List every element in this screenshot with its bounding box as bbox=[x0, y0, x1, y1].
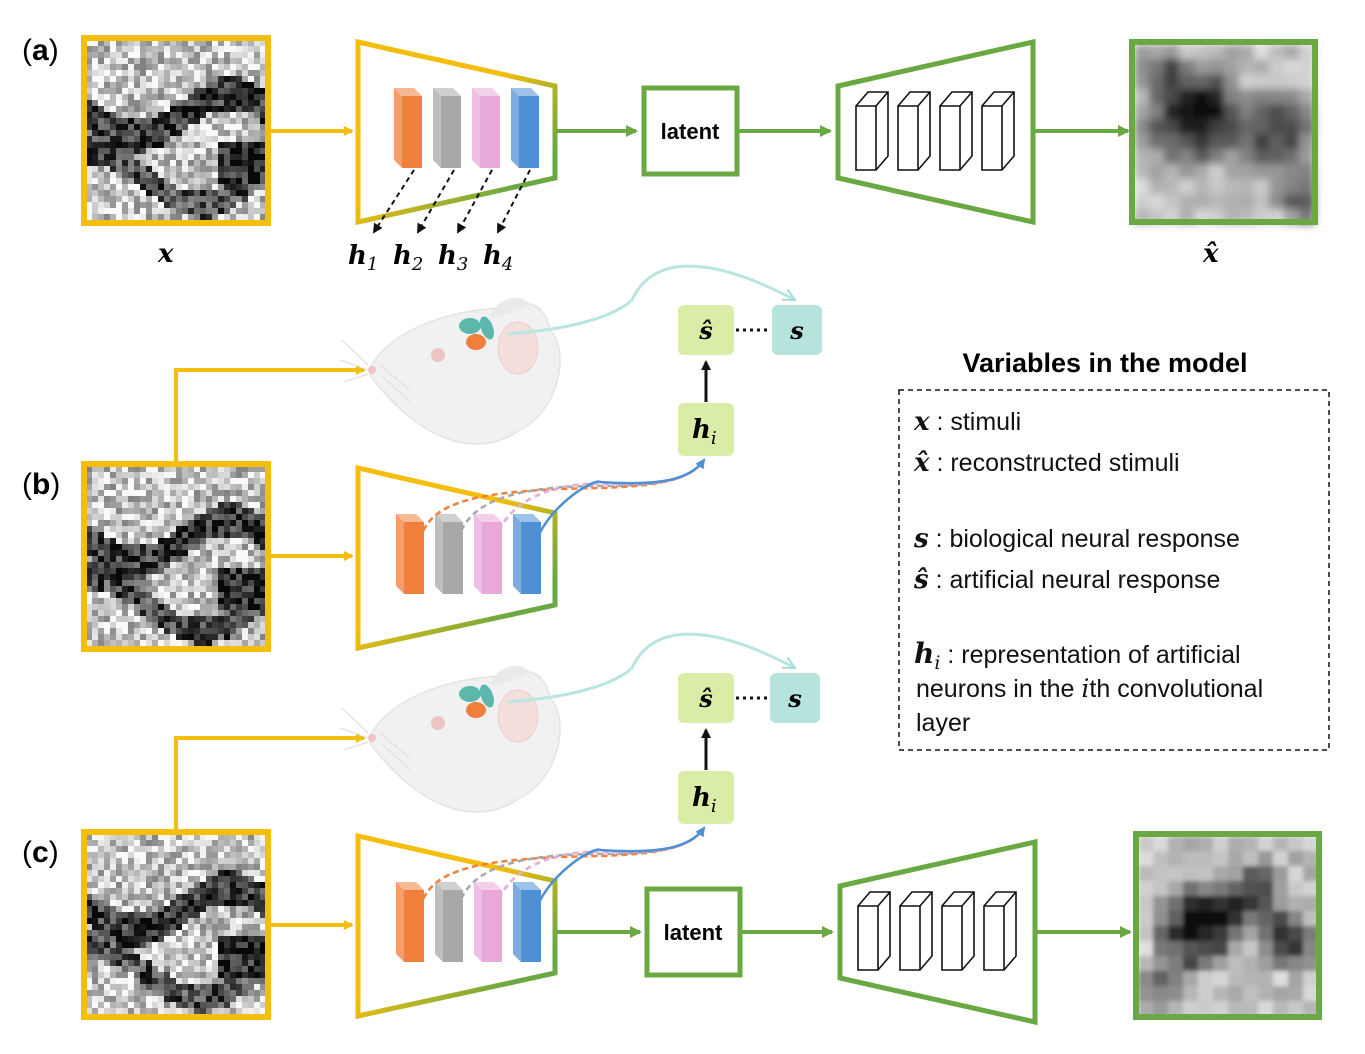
s-box-c: s bbox=[770, 673, 820, 723]
deconv-layer-1 bbox=[857, 891, 891, 971]
conv-layer-4 bbox=[513, 514, 541, 594]
panel-label-b: (b) bbox=[22, 468, 60, 501]
svg-text:ŝ: ŝ bbox=[698, 684, 713, 713]
deconv-layer-4 bbox=[981, 91, 1015, 171]
mouse-b bbox=[339, 297, 561, 445]
h2-label: h2 bbox=[393, 241, 423, 275]
deconv-layer-2 bbox=[897, 91, 931, 171]
x-hat-label: x̂ bbox=[1202, 239, 1219, 269]
conv-layer-1 bbox=[394, 88, 422, 168]
reconstructed-image-c bbox=[1133, 831, 1322, 1020]
legend: Variables in the model x : stimuli x̂ : … bbox=[898, 348, 1330, 751]
legend-box bbox=[898, 389, 1330, 751]
h4-label: h4 bbox=[483, 241, 513, 275]
svg-text:s: s bbox=[789, 316, 804, 345]
conv-layer-3 bbox=[472, 88, 500, 168]
encoder-c bbox=[355, 832, 558, 1020]
stimulus-image-a bbox=[81, 35, 271, 226]
conv-layer-4 bbox=[511, 88, 539, 168]
x-label: x bbox=[157, 239, 174, 269]
panel-label-c: (c) bbox=[22, 836, 59, 869]
legend-item-x-hat: x̂ : reconstructed stimuli bbox=[913, 448, 1180, 478]
legend-item-s-hat: ŝ : artificial neural response bbox=[913, 565, 1220, 595]
deconv-layer-4 bbox=[983, 891, 1017, 971]
svg-text:hi: hi bbox=[692, 783, 717, 817]
conv-layer-2 bbox=[435, 882, 463, 962]
stimulus-image-c bbox=[81, 829, 271, 1020]
conv-layer-2 bbox=[433, 88, 461, 168]
legend-item-x: x : stimuli bbox=[913, 407, 1021, 437]
decoder-c bbox=[837, 838, 1038, 1026]
stimulus-image-b bbox=[81, 461, 271, 652]
layer-to-hi-curves-b bbox=[418, 458, 706, 549]
deconv-layer-3 bbox=[941, 891, 975, 971]
conv-layer-4 bbox=[513, 882, 541, 962]
svg-text:s: s bbox=[787, 684, 802, 713]
conv-layer-2 bbox=[435, 514, 463, 594]
mouse-c bbox=[339, 665, 561, 813]
h1-label: h1 bbox=[348, 241, 378, 275]
legend-item-s: s : biological neural response bbox=[913, 524, 1240, 554]
panel-label-a: (a) bbox=[22, 34, 59, 67]
h3-label: h3 bbox=[438, 241, 468, 275]
arrow-stim-to-mouse-c bbox=[174, 733, 366, 832]
encoder-b bbox=[355, 464, 558, 652]
svg-text:ŝ: ŝ bbox=[698, 316, 713, 345]
h-i-box-b: hi bbox=[678, 403, 734, 456]
legend-item-h-i: hi : representation of artificial bbox=[914, 637, 1241, 674]
conv-layer-1 bbox=[396, 514, 424, 594]
reconstructed-image-a bbox=[1129, 39, 1318, 225]
s-hat-box-b: ŝ bbox=[678, 305, 734, 355]
legend-item-h-i-line3: layer bbox=[916, 709, 970, 737]
deconv-layer-1 bbox=[855, 91, 889, 171]
arrow-stim-to-mouse-b bbox=[174, 365, 366, 464]
encoder-a bbox=[355, 38, 558, 226]
decoder-a bbox=[835, 38, 1036, 226]
conv-layer-3 bbox=[474, 882, 502, 962]
svg-text:latent: latent bbox=[664, 920, 723, 945]
legend-item-h-i-line2: neurons in the ith convolutional bbox=[916, 674, 1263, 703]
h-i-box-c: hi bbox=[678, 771, 734, 824]
conv-layer-1 bbox=[396, 882, 424, 962]
latent-box-c: latent bbox=[644, 886, 743, 978]
conv-layer-3 bbox=[474, 514, 502, 594]
s-box-b: s bbox=[772, 305, 822, 355]
svg-text:latent: latent bbox=[661, 119, 720, 144]
h-layer-arrows bbox=[372, 169, 531, 234]
arrow-brain-to-s-b bbox=[507, 264, 795, 336]
arrow-brain-to-s-c bbox=[507, 632, 795, 704]
svg-text:hi: hi bbox=[692, 415, 717, 449]
s-hat-box-c: ŝ bbox=[678, 673, 734, 723]
deconv-layer-2 bbox=[899, 891, 933, 971]
deconv-layer-3 bbox=[939, 91, 973, 171]
legend-title: Variables in the model bbox=[962, 348, 1247, 378]
latent-box-a: latent bbox=[641, 85, 740, 177]
h-labels: h1 h2 h3 h4 bbox=[348, 241, 513, 275]
layer-to-hi-curves-c bbox=[418, 826, 706, 917]
